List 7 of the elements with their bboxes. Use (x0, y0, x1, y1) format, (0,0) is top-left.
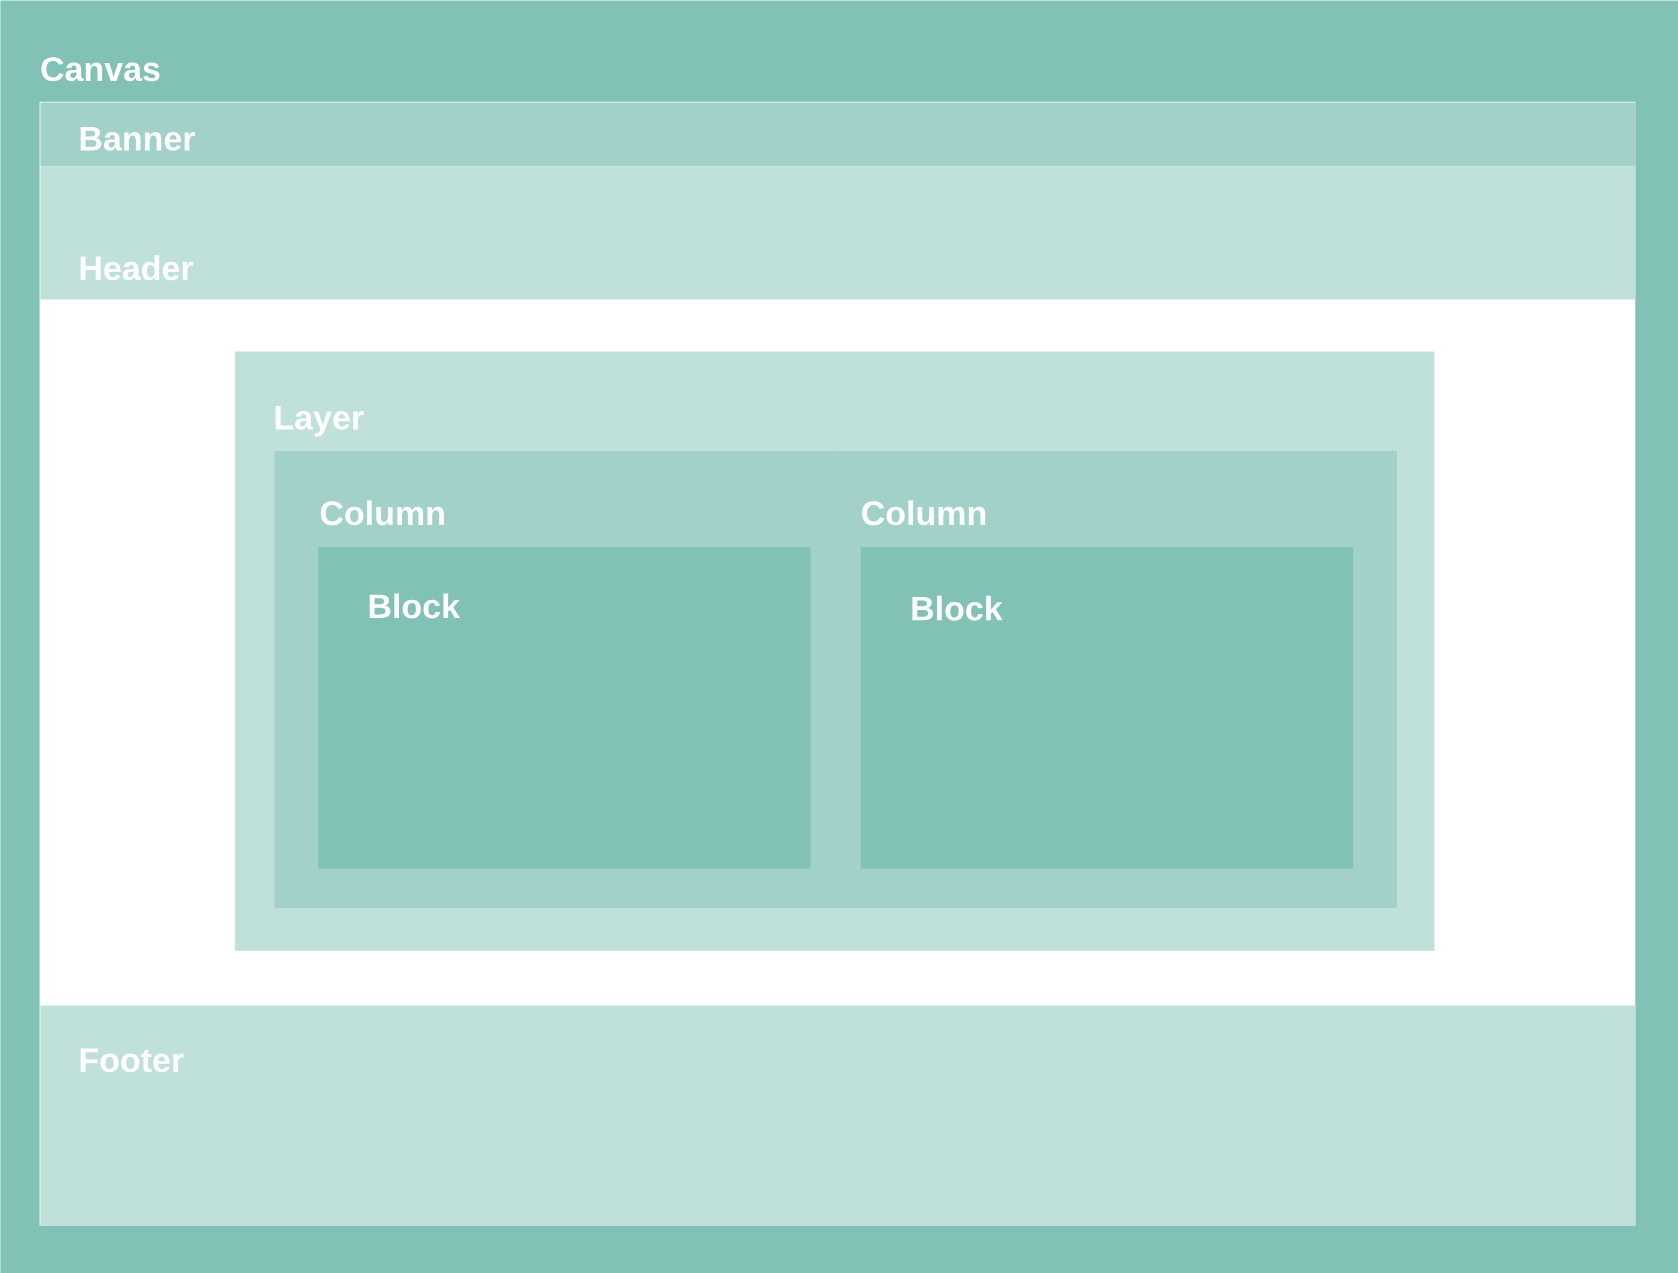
block-box: Block (860, 547, 1354, 869)
node-label: Column (320, 500, 444, 526)
block-box: Block (318, 547, 811, 869)
node-label: Column (862, 500, 986, 526)
header-bar: Header (40, 166, 1636, 300)
footer-bar: Footer (40, 1005, 1636, 1226)
banner-bar: Banner (40, 102, 1636, 167)
